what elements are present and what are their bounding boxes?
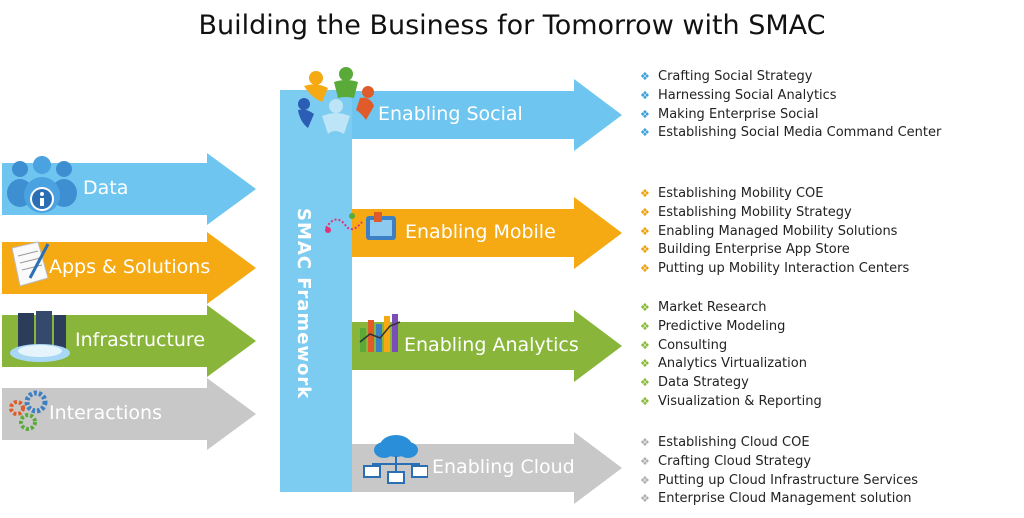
cloud-network-icon: [363, 435, 428, 484]
diamond-bullet-icon: ❖: [640, 492, 650, 506]
page-title: Building the Business for Tomorrow with …: [198, 10, 826, 41]
diamond-bullet-icon: ❖: [640, 107, 650, 121]
diamond-bullet-icon: ❖: [640, 187, 650, 200]
arrow-shape: [2, 232, 256, 304]
arrow-shape: [352, 432, 622, 504]
diamond-bullet-icon: ❖: [640, 301, 650, 314]
diamond-bullet-icon: ❖: [640, 205, 650, 219]
list-item: ❖Analytics Virtualization: [640, 355, 822, 374]
list-item: ❖Enabling Managed Mobility Solutions: [640, 223, 909, 242]
input-label-apps: Apps & Solutions: [49, 256, 211, 278]
list-item: ❖Establishing Cloud COE: [640, 434, 918, 453]
bar-chart-icon: [359, 314, 401, 352]
diamond-bullet-icon: ❖: [640, 454, 650, 468]
list-item: ❖Crafting Cloud Strategy: [640, 453, 918, 472]
output-label-analytics: Enabling Analytics: [404, 334, 579, 356]
diamond-bullet-icon: ❖: [640, 473, 650, 487]
diamond-bullet-icon: ❖: [640, 70, 650, 83]
input-label-interactions: Interactions: [49, 402, 162, 424]
list-item: ❖Establishing Social Media Command Cente…: [640, 124, 941, 143]
output-label-cloud: Enabling Cloud: [432, 456, 575, 478]
framework-label: SMAC Framework: [293, 208, 314, 400]
arrow-shape: [352, 79, 622, 151]
list-item: ❖Establishing Mobility Strategy: [640, 204, 909, 223]
list-item: ❖Consulting: [640, 337, 822, 356]
list-item: ❖Visualization & Reporting: [640, 393, 822, 412]
output-label-mobile: Enabling Mobile: [405, 221, 556, 243]
list-item: ❖Crafting Social Strategy: [640, 68, 941, 87]
diamond-bullet-icon: ❖: [640, 357, 650, 371]
mobile-bullet-list: ❖Establishing Mobility COE ❖Establishing…: [640, 185, 909, 279]
diamond-bullet-icon: ❖: [640, 376, 650, 390]
arrow-shape: [2, 378, 256, 450]
cloud-bullet-list: ❖Establishing Cloud COE ❖Crafting Cloud …: [640, 434, 918, 509]
diamond-bullet-icon: ❖: [640, 319, 650, 333]
diamond-bullet-icon: ❖: [640, 243, 650, 257]
smac-framework-bar: [280, 90, 352, 492]
list-item: ❖Data Strategy: [640, 374, 822, 393]
list-item: ❖Predictive Modeling: [640, 318, 822, 337]
people-circle-icon: [298, 67, 374, 134]
list-item: ❖Putting up Mobility Interaction Centers: [640, 260, 909, 279]
gears-icon: [9, 390, 48, 431]
info-people-icon: [7, 156, 77, 213]
output-label-social: Enabling Social: [378, 103, 523, 125]
input-label-infrastructure: Infrastructure: [75, 329, 206, 351]
diamond-bullet-icon: ❖: [640, 88, 650, 102]
arrow-shape: [352, 310, 622, 382]
diamond-bullet-icon: ❖: [640, 338, 650, 352]
input-label-data: Data: [83, 177, 129, 199]
list-item: ❖Establishing Mobility COE: [640, 185, 909, 204]
diamond-bullet-icon: ❖: [640, 394, 650, 408]
server-cloud-icon: [10, 311, 70, 362]
analytics-bullet-list: ❖Market Research ❖Predictive Modeling ❖C…: [640, 299, 822, 412]
list-item: ❖Making Enterprise Social: [640, 106, 941, 125]
diamond-bullet-icon: ❖: [640, 224, 650, 238]
mobile-devices-icon: [325, 212, 396, 240]
list-item: ❖Putting up Cloud Infrastructure Service…: [640, 472, 918, 491]
diamond-bullet-icon: ❖: [640, 262, 650, 276]
list-item: ❖Building Enterprise App Store: [640, 241, 909, 260]
diamond-bullet-icon: ❖: [640, 436, 650, 449]
list-item: ❖Market Research: [640, 299, 822, 318]
list-item: ❖Harnessing Social Analytics: [640, 87, 941, 106]
diamond-bullet-icon: ❖: [640, 126, 650, 140]
list-item: ❖Enterprise Cloud Management solution: [640, 490, 918, 509]
document-pen-icon: [11, 241, 50, 287]
arrow-shape: [352, 197, 622, 269]
social-bullet-list: ❖Crafting Social Strategy ❖Harnessing So…: [640, 68, 941, 143]
